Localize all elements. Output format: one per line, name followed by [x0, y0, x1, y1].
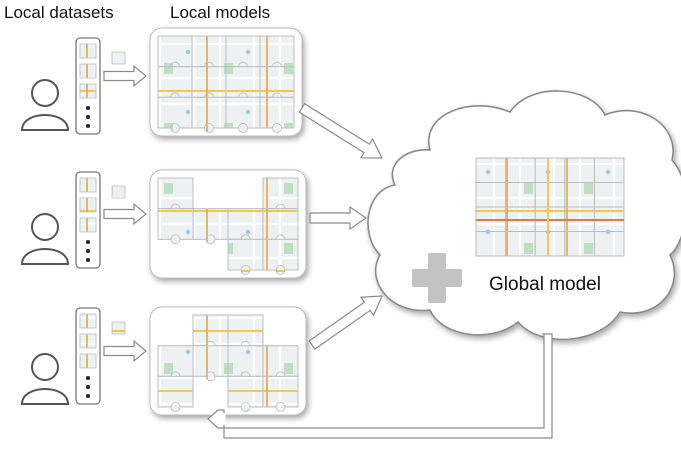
puzzle-piece [157, 208, 194, 240]
arrow-dataset-to-model [103, 64, 147, 88]
puzzle-piece-icon [79, 313, 97, 329]
puzzle-piece-icon [79, 353, 97, 369]
puzzle-piece [227, 314, 264, 347]
dataset-list-icon [75, 307, 126, 405]
puzzle-piece [259, 66, 295, 98]
local-models-label: Local models [170, 3, 271, 22]
puzzle-piece [225, 35, 261, 68]
puzzle-piece-icon [79, 177, 97, 193]
dataset-list-icon [75, 171, 126, 269]
puzzle-piece [259, 96, 295, 129]
local-model-panel [149, 27, 303, 137]
global-model-label: Global model [489, 274, 601, 295]
local-datasets-label: Local datasets [4, 3, 114, 22]
plus-icon [412, 253, 462, 303]
puzzle-piece [227, 208, 264, 240]
puzzle-piece [225, 96, 261, 129]
global-model-puzzle [475, 157, 625, 257]
puzzle-piece-icon [79, 333, 97, 349]
arrow-global-to-local-feedback [207, 333, 553, 439]
puzzle-piece [157, 35, 193, 68]
local-model-panel [149, 169, 307, 279]
puzzle-piece [262, 208, 299, 240]
puzzle-piece-icon [111, 321, 126, 335]
puzzle-piece [225, 66, 261, 98]
arrow-dataset-to-model [103, 202, 147, 226]
puzzle-piece [191, 35, 227, 68]
arrow-dataset-to-model [103, 339, 147, 363]
local-model-panel [149, 306, 307, 416]
puzzle-piece-icon [111, 51, 126, 65]
puzzle-piece-icon [79, 217, 97, 233]
arrow-model-to-global [298, 102, 383, 159]
puzzle-piece-icon [111, 185, 126, 199]
user-icon [20, 213, 70, 265]
puzzle-piece [157, 375, 194, 408]
puzzle-piece [227, 375, 264, 408]
puzzle-piece [192, 314, 229, 347]
user-icon [20, 79, 70, 131]
arrow-model-to-global [309, 205, 368, 231]
puzzle-piece-icon [79, 43, 97, 59]
dataset-list-icon [75, 37, 126, 135]
puzzle-piece [593, 231, 625, 257]
puzzle-piece [191, 96, 227, 129]
puzzle-piece [192, 345, 229, 377]
puzzle-piece [157, 177, 194, 210]
puzzle-piece [262, 177, 299, 210]
puzzle-piece-icon [79, 83, 97, 99]
puzzle-piece-icon [79, 63, 97, 79]
arrow-model-to-global [308, 295, 383, 350]
puzzle-piece [259, 35, 295, 68]
puzzle-piece [262, 238, 299, 271]
user-icon [20, 353, 70, 405]
puzzle-piece [227, 238, 264, 271]
puzzle-piece-icon [79, 197, 97, 213]
puzzle-piece [262, 375, 299, 408]
